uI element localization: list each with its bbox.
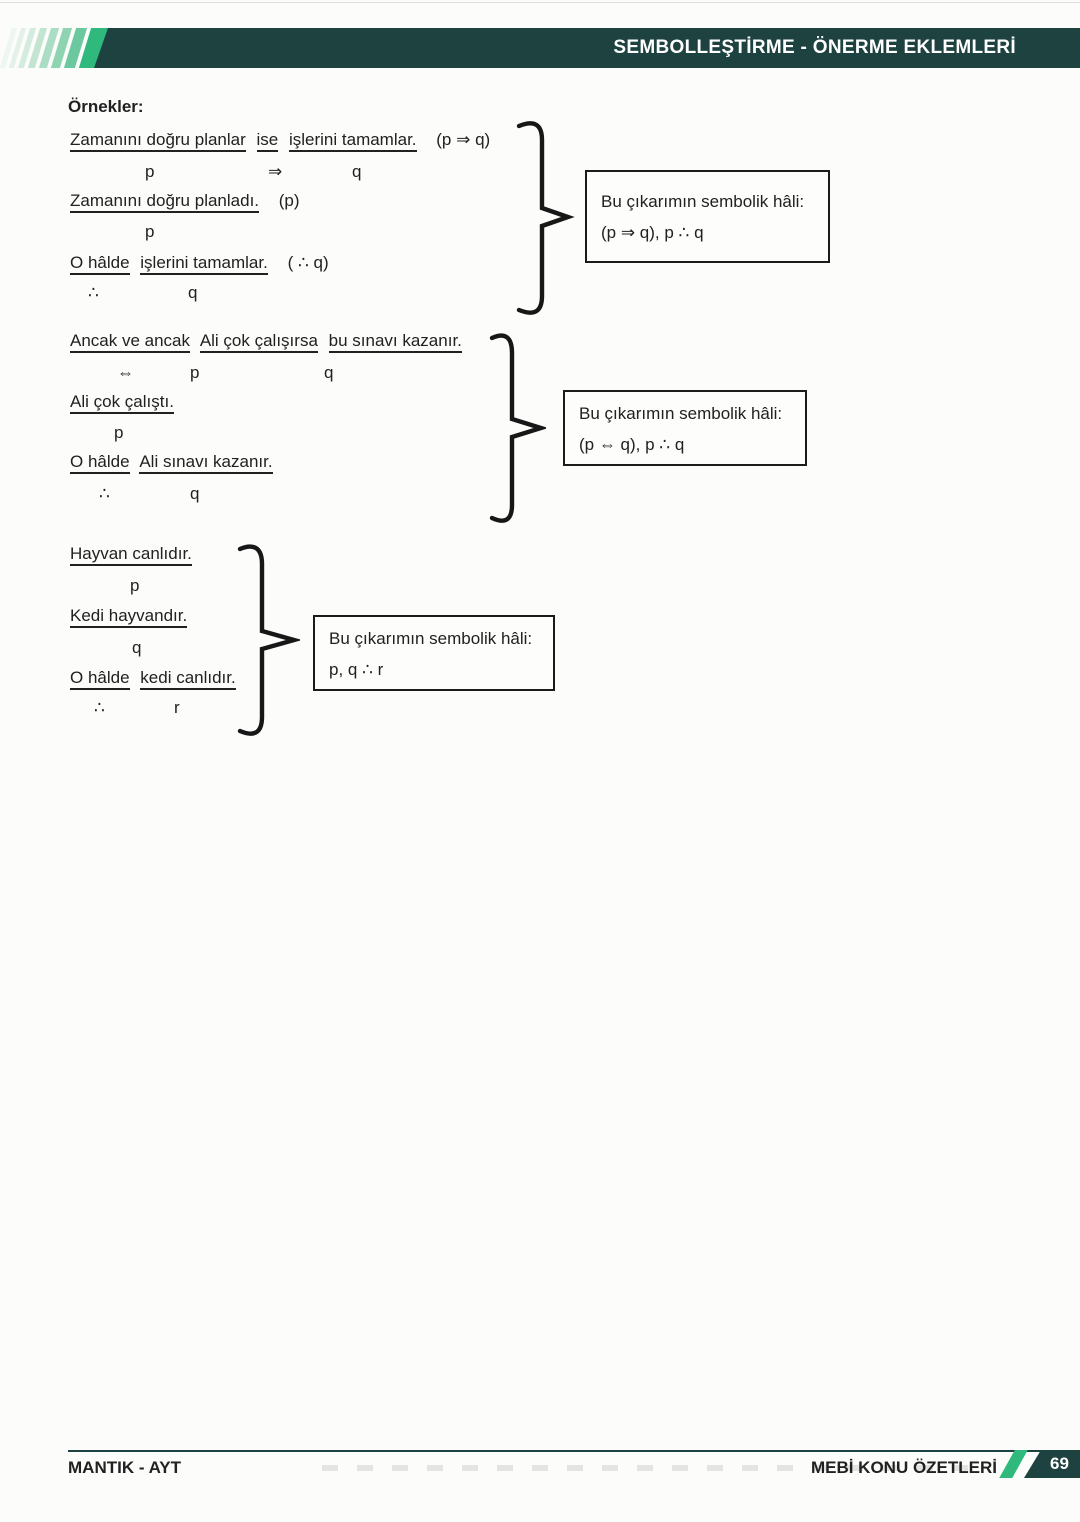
underlined-phrase: Zamanını doğru planladı. xyxy=(70,191,260,213)
symbol-label: r xyxy=(174,698,180,717)
underlined-phrase: ise xyxy=(256,130,279,152)
ex3-conclusion: O hâlde kedi canlıdır. xyxy=(70,667,236,690)
curly-brace-icon xyxy=(489,333,546,523)
underlined-phrase: Ali sınavı kazanır. xyxy=(139,452,273,474)
underlined-phrase: O hâlde xyxy=(70,452,130,474)
ex2-premise1: Ancak ve ancak Ali çok çalışırsa bu sına… xyxy=(70,330,462,353)
symbol-label: p xyxy=(130,576,140,595)
underlined-phrase: Zamanını doğru planlar xyxy=(70,130,246,152)
curly-brace-icon xyxy=(237,544,300,736)
ex1-premise1: Zamanını doğru planlar ise işlerini tama… xyxy=(70,129,491,152)
header-stripes-decoration xyxy=(0,28,112,68)
callout-title: Bu çıkarımın sembolik hâli: xyxy=(601,192,805,211)
symbolic-form-callout: Bu çıkarımın sembolik hâli: (p ⇔ q), p ∴… xyxy=(563,390,807,466)
symbol-label: q xyxy=(188,283,198,302)
symbol-label: p xyxy=(145,162,155,181)
callout-formula: (p ⇔ q), p ∴ q xyxy=(579,435,685,454)
curly-brace-icon xyxy=(516,121,575,315)
ex2-conclusion: O hâlde Ali sınavı kazanır. xyxy=(70,451,273,474)
callout-formula: p, q ∴ r xyxy=(329,660,384,679)
symbol-note: (p) xyxy=(278,191,300,210)
footer-dash-leader xyxy=(322,1465,980,1471)
therefore-symbol: ∴ xyxy=(88,283,99,302)
ex1-premise2: Zamanını doğru planladı. (p) xyxy=(70,190,300,213)
symbol-label: p xyxy=(190,363,200,382)
symbol-label: q xyxy=(324,363,334,382)
footer-book-title: MANTIK - AYT xyxy=(68,1458,182,1477)
ex1-conclusion: O hâlde işlerini tamamlar. ( ∴ q) xyxy=(70,252,329,275)
section-heading: Örnekler: xyxy=(68,97,144,116)
therefore-symbol: ∴ xyxy=(94,698,105,717)
underlined-phrase: O hâlde xyxy=(70,668,130,690)
underlined-phrase: O hâlde xyxy=(70,253,130,275)
page-top-edge xyxy=(0,2,1080,3)
symbol-note: ( ∴ q) xyxy=(287,253,329,272)
underlined-phrase: Kedi hayvandır. xyxy=(70,606,188,628)
underlined-phrase: kedi canlıdır. xyxy=(140,668,236,690)
symbol-label: p xyxy=(145,222,155,241)
header-bar: SEMBOLLEŞTİRME - ÖNERME EKLEMLERİ xyxy=(94,28,1080,68)
symbolic-form-callout: Bu çıkarımın sembolik hâli: (p ⇒ q), p ∴… xyxy=(585,170,830,263)
callout-title: Bu çıkarımın sembolik hâli: xyxy=(329,629,533,648)
symbol-label: q xyxy=(190,484,200,503)
page-number-stripe xyxy=(999,1450,1028,1478)
page-title: SEMBOLLEŞTİRME - ÖNERME EKLEMLERİ xyxy=(613,37,1016,58)
therefore-symbol: ∴ xyxy=(99,484,110,503)
ex3-premise1: Hayvan canlıdır. xyxy=(70,543,192,566)
page-number-badge: 69 xyxy=(1024,1450,1080,1478)
symbolic-form-callout: Bu çıkarımın sembolik hâli: p, q ∴ r xyxy=(313,615,555,691)
symbol-label: ⇒ xyxy=(268,162,283,181)
underlined-phrase: Ali çok çalıştı. xyxy=(70,392,174,414)
underlined-phrase: işlerini tamamlar. xyxy=(140,253,268,275)
underlined-phrase: işlerini tamamlar. xyxy=(288,130,417,152)
underlined-phrase: bu sınavı kazanır. xyxy=(328,331,462,353)
footer-series-title: MEBİ KONU ÖZETLERİ xyxy=(810,1458,997,1477)
symbol-label: q xyxy=(132,638,142,657)
underlined-phrase: Ancak ve ancak xyxy=(70,331,191,353)
underlined-phrase: Hayvan canlıdır. xyxy=(70,544,192,566)
ex2-premise2: Ali çok çalıştı. xyxy=(70,391,174,414)
symbol-label: p xyxy=(114,423,124,442)
callout-title: Bu çıkarımın sembolik hâli: xyxy=(579,404,783,423)
underlined-phrase: Ali çok çalışırsa xyxy=(199,331,318,353)
symbol-label: q xyxy=(352,162,362,181)
symbol-note: (p ⇒ q) xyxy=(436,130,491,149)
callout-formula: (p ⇒ q), p ∴ q xyxy=(601,223,704,242)
symbol-label: ⇔ xyxy=(117,363,134,382)
footer-rule xyxy=(68,1450,1080,1452)
ex3-premise2: Kedi hayvandır. xyxy=(70,605,188,628)
